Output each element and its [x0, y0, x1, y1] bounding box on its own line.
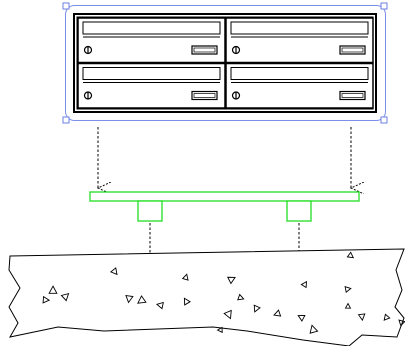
mailbox-compartments	[77, 17, 374, 109]
aggregate-mark	[42, 295, 51, 304]
aggregate-mark	[253, 304, 261, 313]
aggregate-mark	[273, 309, 282, 317]
compartment-door	[77, 62, 226, 109]
aggregate-mark	[237, 293, 245, 301]
concrete-base	[8, 248, 405, 346]
aggregate-mark	[216, 326, 223, 334]
lock-icon[interactable]	[231, 91, 241, 100]
aggregate-mark	[383, 313, 391, 321]
aggregate-mark	[309, 324, 319, 334]
mailbox-compartment-2[interactable]	[225, 17, 374, 64]
mail-slot-inner	[193, 47, 216, 53]
lock-icon[interactable]	[231, 45, 241, 55]
lock-icon[interactable]	[83, 91, 93, 100]
mail-slot-inner	[341, 47, 364, 53]
selection-handle-top-right[interactable]	[380, 2, 388, 10]
selection-handle-bottom-left[interactable]	[62, 116, 70, 124]
mail-slot	[191, 90, 218, 101]
aggregate-mark	[300, 280, 307, 289]
name-slot	[230, 67, 369, 80]
aggregate-mark	[137, 295, 147, 304]
aggregate-mark	[181, 273, 189, 281]
aggregate-mark	[346, 251, 355, 259]
mail-slot-inner	[341, 93, 364, 98]
aggregate-mark	[226, 276, 236, 285]
bracket-rail	[89, 191, 360, 202]
mail-slot-inner	[193, 93, 216, 98]
name-slot	[82, 67, 221, 80]
mailbox-unit[interactable]	[62, 2, 388, 124]
mailbox-compartment-1[interactable]	[77, 17, 226, 64]
aggregate-mark	[109, 267, 118, 276]
aggregate-mark	[398, 319, 405, 327]
aggregate-mark	[60, 292, 70, 302]
aggregate-mark	[357, 313, 366, 322]
aggregate-mark	[344, 286, 352, 294]
mailbox-compartment-4[interactable]	[225, 62, 374, 109]
mounting-bracket[interactable]	[89, 191, 360, 222]
mail-slot	[191, 45, 218, 55]
bracket-post-left	[137, 200, 163, 222]
aggregate-mark	[125, 294, 134, 304]
aggregate-mark	[48, 285, 58, 294]
lock-icon[interactable]	[83, 45, 93, 55]
aggregate-mark	[155, 301, 164, 310]
aggregate-mark	[297, 315, 306, 322]
selection-handle-top-left[interactable]	[62, 2, 70, 10]
compartment-door	[225, 17, 374, 64]
aggregate-mark	[344, 302, 352, 309]
name-slot	[230, 21, 369, 35]
aggregate-mark	[223, 309, 232, 320]
selection-handle-bottom-right[interactable]	[380, 116, 388, 124]
aggregate-mark	[183, 297, 191, 306]
selection-frame	[65, 5, 386, 121]
compartment-door	[225, 62, 374, 109]
name-slot	[82, 21, 221, 35]
bracket-post-right	[286, 200, 312, 222]
mail-slot	[339, 45, 366, 55]
concrete-aggregates	[42, 251, 405, 334]
mail-slot	[339, 90, 366, 101]
mailbox-compartment-3[interactable]	[77, 62, 226, 109]
concrete-slab	[8, 248, 405, 346]
compartment-door	[77, 17, 226, 64]
